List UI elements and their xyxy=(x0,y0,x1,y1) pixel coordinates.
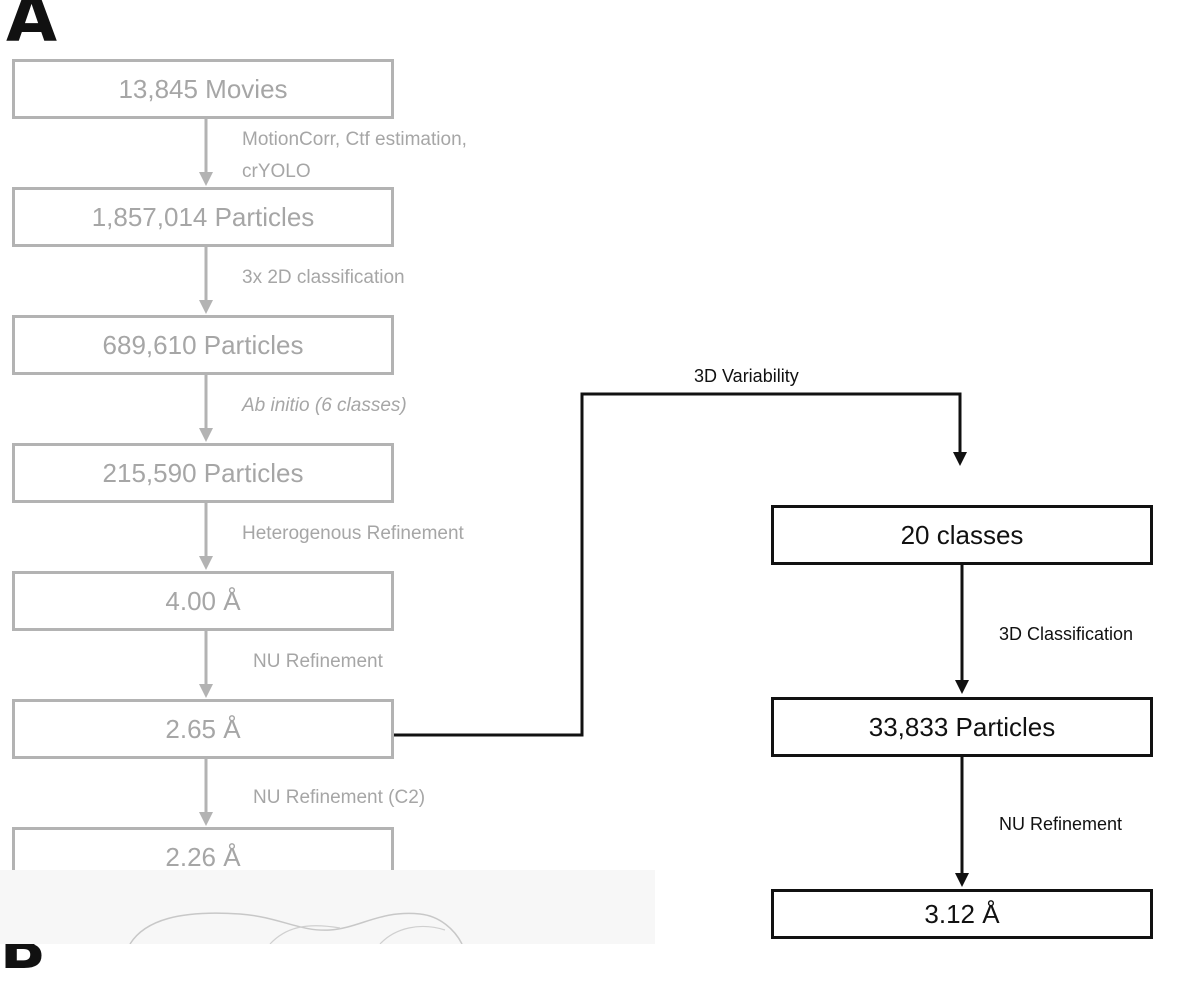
node-movies: 13,845 Movies xyxy=(12,59,394,119)
branch-connector xyxy=(394,392,962,737)
step-ab-initio: Ab initio (6 classes) xyxy=(242,395,407,416)
node-particles-1857014: 1,857,014 Particles xyxy=(12,187,394,247)
arrowhead-2 xyxy=(199,300,213,314)
left-arrowheads xyxy=(199,172,213,826)
step-motioncorr: MotionCorr, Ctf estimation, xyxy=(242,129,467,150)
structure-sketch xyxy=(0,870,655,944)
step-nu-refinement-c2: NU Refinement (C2) xyxy=(253,787,426,808)
step-nu-refinement-right: NU Refinement xyxy=(999,814,1123,834)
branch-arrowhead xyxy=(953,452,967,466)
right-arrowhead-2 xyxy=(955,873,969,887)
arrowhead-1 xyxy=(199,172,213,186)
node-particles-689610: 689,610 Particles xyxy=(12,315,394,375)
step-3d-classification: 3D Classification xyxy=(999,624,1134,644)
branch-label-3d-variability: 3D Variability xyxy=(694,366,799,386)
step-cryolo: crYOLO xyxy=(242,161,311,182)
arrowhead-3 xyxy=(199,428,213,442)
step-nu-refinement: NU Refinement xyxy=(253,651,383,672)
node-particles-33833: 33,833 Particles xyxy=(771,697,1153,757)
flow-connectors xyxy=(199,117,969,887)
node-particles-215590: 215,590 Particles xyxy=(12,443,394,503)
step-2d-classification: 3x 2D classification xyxy=(242,267,405,288)
step-heterogenous-refinement: Heterogenous Refinement xyxy=(242,523,464,544)
arrowhead-4 xyxy=(199,556,213,570)
right-arrowhead-1 xyxy=(955,680,969,694)
node-res-2-65: 2.65 Å xyxy=(12,699,394,759)
arrowhead-6 xyxy=(199,812,213,826)
node-res-3-12: 3.12 Å xyxy=(771,889,1153,939)
panel-label-a: A xyxy=(6,0,58,57)
node-20-classes: 20 classes xyxy=(771,505,1153,565)
arrowhead-5 xyxy=(199,684,213,698)
node-res-4-00: 4.00 Å xyxy=(12,571,394,631)
